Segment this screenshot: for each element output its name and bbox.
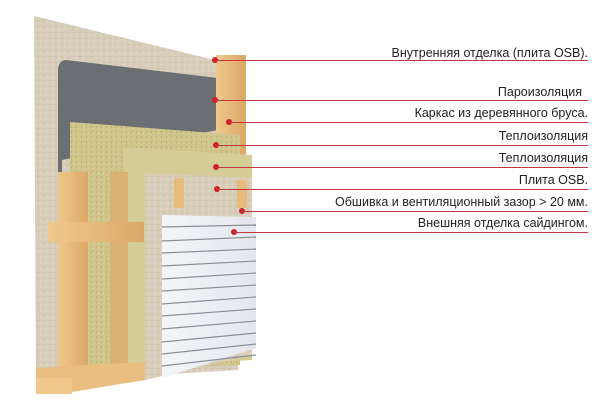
leader-siding [234, 232, 588, 233]
siding-panel [162, 215, 256, 378]
label-battens: Обшивка и вентиляционный зазор > 20 мм. [335, 195, 588, 209]
leader-wood-frame [229, 122, 588, 123]
label-outer-osb: Плита OSB. [518, 173, 588, 187]
leader-vapor-barrier [215, 100, 588, 101]
leader-insulation-2 [216, 167, 588, 168]
leader-insulation-1 [216, 145, 588, 146]
leader-inner-osb [215, 60, 588, 61]
wood-stud-mid [110, 172, 128, 367]
wood-crossbar [48, 222, 144, 242]
label-wood-frame: Каркас из деревянного бруса. [414, 106, 588, 120]
label-siding: Внешняя отделка сайдингом. [417, 216, 588, 230]
leader-battens [242, 211, 588, 212]
batten-left [174, 178, 184, 208]
wood-stud-left [58, 172, 88, 377]
label-inner-osb: Внутренняя отделка (плита OSB). [391, 46, 588, 60]
batten-right [237, 180, 247, 208]
leader-outer-osb [217, 189, 588, 190]
label-insulation-2: Теплоизоляция [498, 151, 588, 165]
label-insulation-1: Теплоизоляция [498, 129, 588, 143]
siding-grooves [161, 224, 257, 367]
label-vapor-barrier: Пароизоляция [497, 85, 582, 99]
